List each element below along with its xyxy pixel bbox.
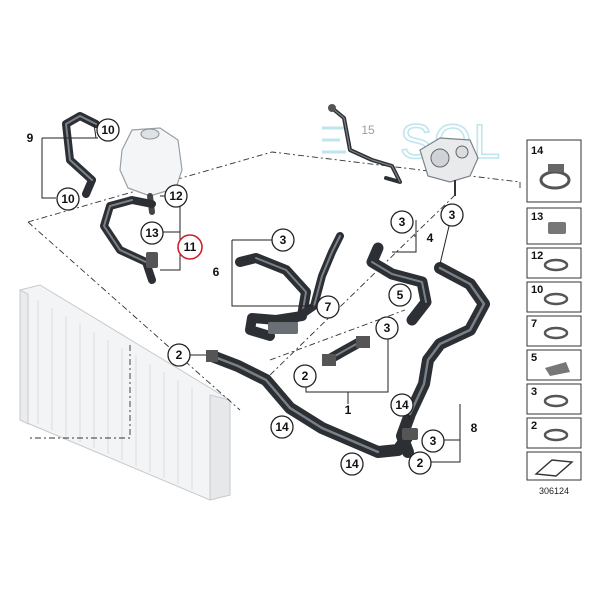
parts-row-14: 14 — [526, 139, 582, 203]
catalog-number: 306124 — [539, 486, 569, 496]
svg-text:5: 5 — [531, 352, 537, 364]
hoses — [62, 112, 490, 458]
svg-text:10: 10 — [101, 123, 115, 137]
leader-lines — [41, 123, 461, 463]
callout-6: 6 — [213, 265, 220, 279]
parts-row-10: 10 — [526, 281, 582, 313]
connector-icon — [545, 362, 570, 376]
callout-14-left: 14 — [270, 415, 294, 439]
clip-icon — [548, 222, 566, 234]
callout-2-left: 2 — [167, 343, 191, 367]
callout-5: 5 — [388, 283, 412, 307]
svg-text:7: 7 — [325, 300, 332, 314]
parts-row-3: 3 — [526, 383, 582, 415]
spring-clamp-icon — [543, 292, 569, 306]
svg-text:10: 10 — [61, 192, 75, 206]
callout-14-right: 14 — [390, 393, 414, 417]
callout-12: 12 — [164, 184, 188, 208]
svg-text:5: 5 — [397, 288, 404, 302]
callout-3-low: 3 — [375, 316, 399, 340]
callout-4: 4 — [427, 231, 434, 245]
svg-text:10: 10 — [531, 284, 543, 296]
callout-1: 1 — [345, 403, 352, 417]
callout-2-mid: 2 — [293, 364, 317, 388]
spring-clamp-icon — [543, 326, 569, 340]
svg-text:3: 3 — [430, 434, 437, 448]
callout-8: 8 — [471, 421, 478, 435]
parts-row-5: 5 — [526, 349, 582, 381]
callout-11-highlighted: 11 — [177, 234, 203, 260]
callout-2-bottom: 2 — [408, 451, 432, 475]
svg-text:2: 2 — [531, 420, 537, 432]
parts-row-2: 2 — [526, 417, 582, 449]
parts-row-13: 13 — [526, 207, 582, 245]
svg-text:3: 3 — [449, 208, 456, 222]
spring-clamp-icon — [543, 258, 569, 272]
spring-clamp-icon — [543, 428, 569, 442]
callout-3-right: 3 — [440, 203, 464, 227]
svg-text:11: 11 — [184, 240, 197, 254]
expansion-tank — [119, 127, 183, 215]
svg-text:7: 7 — [531, 318, 537, 330]
svg-text:14: 14 — [531, 145, 544, 157]
spring-clamp-icon — [543, 394, 569, 408]
svg-text:3: 3 — [384, 321, 391, 335]
svg-text:14: 14 — [395, 398, 409, 412]
svg-text:2: 2 — [302, 369, 309, 383]
svg-text:2: 2 — [176, 348, 183, 362]
svg-text:2: 2 — [417, 456, 424, 470]
callout-7: 7 — [316, 295, 340, 319]
callout-9: 9 — [27, 131, 34, 145]
parts-row-gasket — [526, 451, 582, 481]
thermostat-housing — [419, 137, 479, 196]
svg-text:12: 12 — [169, 189, 183, 203]
bleed-pipe — [328, 104, 402, 184]
parts-list: 14 13 12 10 7 5 — [526, 139, 582, 496]
callout-13: 13 — [140, 221, 164, 245]
callout-10-top: 10 — [96, 118, 120, 142]
callouts: 9 10 10 12 13 11 15 3 6 7 — [27, 118, 478, 476]
svg-text:13: 13 — [531, 211, 543, 223]
callout-15: 15 — [361, 123, 375, 137]
svg-text:3: 3 — [399, 215, 406, 229]
svg-text:14: 14 — [345, 457, 359, 471]
svg-text:3: 3 — [280, 233, 287, 247]
gasket-icon — [534, 459, 574, 477]
svg-text:12: 12 — [531, 250, 543, 262]
svg-text:13: 13 — [145, 226, 159, 240]
callout-10-bottom: 10 — [56, 187, 80, 211]
callout-3-upper-mid: 3 — [271, 228, 295, 252]
parts-row-12: 12 — [526, 247, 582, 279]
callout-3-bottom: 3 — [421, 429, 445, 453]
callout-14-bottom: 14 — [340, 452, 364, 476]
radiator — [19, 284, 231, 501]
svg-text:14: 14 — [275, 420, 289, 434]
svg-text:3: 3 — [531, 386, 537, 398]
callout-3-top: 3 — [390, 210, 414, 234]
parts-row-7: 7 — [526, 315, 582, 347]
